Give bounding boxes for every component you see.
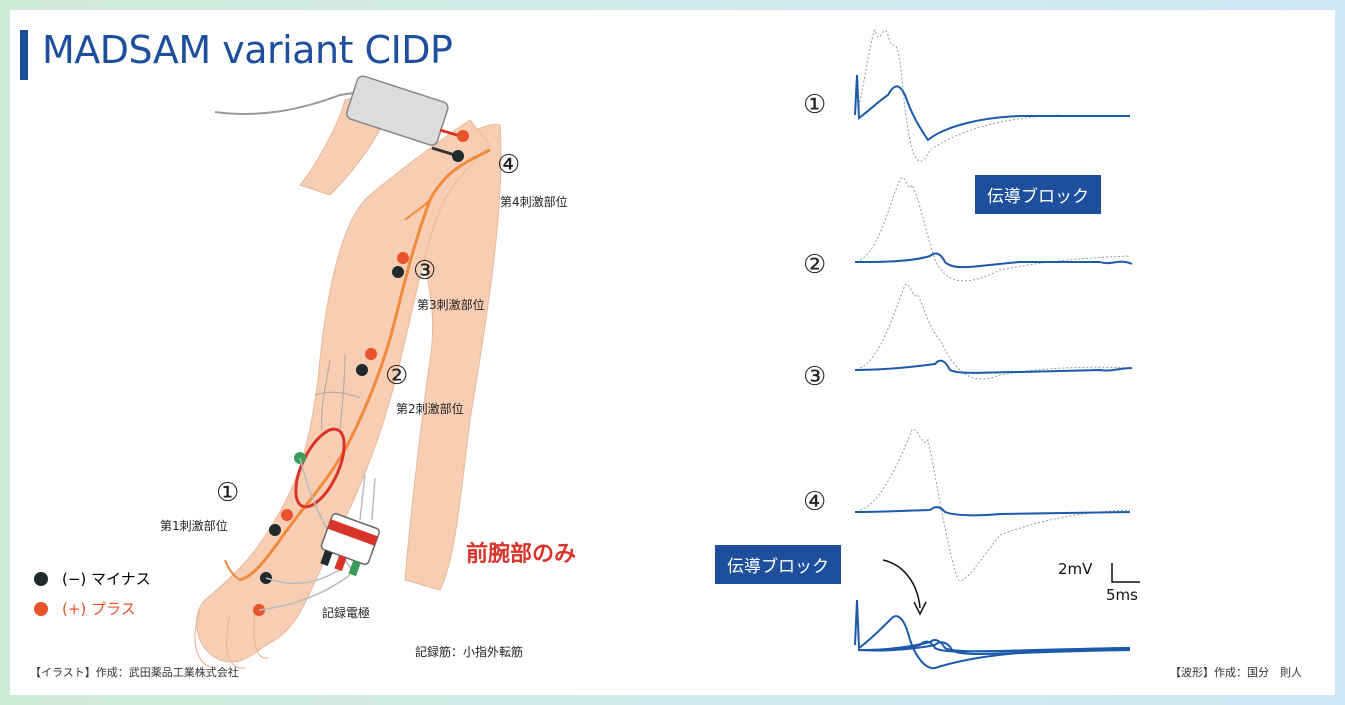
wave1-number: ① <box>803 90 827 120</box>
minus-dot-icon <box>34 571 48 586</box>
stimulator-prong-plus <box>439 128 461 138</box>
normal-trace-2 <box>859 177 1131 282</box>
overlay-trace-1 <box>854 599 1131 670</box>
normal-trace-4 <box>859 428 1131 582</box>
normal-trace-3 <box>859 283 1131 380</box>
recording-muscle-label: 記録筋：小指外転筋 <box>415 645 524 659</box>
ulnar-nerve <box>239 148 491 582</box>
forearm-only-label: 前腕部のみ <box>466 542 577 567</box>
illustration-credit: 【イラスト】作成：武田薬品工業株式会社 <box>30 666 239 679</box>
recording-electrode-label: 記録電極 <box>322 606 371 620</box>
site2-label: 第2刺激部位 <box>396 402 464 416</box>
stimulator-cable <box>214 91 361 115</box>
patient-trace-2 <box>854 252 1133 269</box>
site1-minus-electrode <box>269 524 281 536</box>
connector-cables <box>359 474 376 521</box>
bone-sketch <box>314 354 361 431</box>
scale-time-label: 5ms <box>1106 586 1138 604</box>
legend-plus-label: (+) プラス <box>62 600 136 618</box>
site1-number: ① <box>216 478 240 508</box>
site2-plus-electrode <box>365 348 377 360</box>
legend-plus: (+) プラス <box>34 598 136 619</box>
site2-number: ② <box>385 361 409 391</box>
wave3-number: ③ <box>803 362 827 392</box>
conduction-block-badge-top: 伝導ブロック <box>975 175 1101 214</box>
nerve-branches <box>224 199 431 581</box>
slide-title: MADSAM variant CIDP <box>42 28 453 72</box>
site1-label: 第1刺激部位 <box>160 519 228 533</box>
conduction-block-badge-bottom: 伝導ブロック <box>715 545 841 584</box>
overlay-trace-4 <box>857 641 1131 656</box>
recording-connector <box>320 513 380 577</box>
wave4-number: ④ <box>803 487 827 517</box>
conduction-block-arrow <box>882 559 921 609</box>
patient-trace-3 <box>854 359 1133 374</box>
site3-number: ③ <box>413 256 437 286</box>
scale-bar <box>1111 563 1140 583</box>
normal-trace-1 <box>857 28 1061 162</box>
title-accent-bar <box>20 30 28 80</box>
stimulator-prong-minus <box>431 146 456 157</box>
site1-plus-electrode <box>281 509 293 521</box>
overlay-trace-3 <box>857 639 1131 653</box>
patient-trace-4 <box>854 506 1131 517</box>
site3-plus-electrode <box>397 252 409 264</box>
patient-trace-1 <box>854 74 1130 142</box>
plus-dot-icon <box>34 601 48 616</box>
site4-minus-electrode <box>452 150 464 162</box>
hand-fingers <box>194 609 269 669</box>
site4-number: ④ <box>497 150 521 180</box>
stimulator-device <box>346 75 449 146</box>
site4-label: 第4刺激部位 <box>500 195 568 209</box>
site3-label: 第3刺激部位 <box>417 298 485 312</box>
site3-minus-electrode <box>392 266 404 278</box>
site2-minus-electrode <box>356 364 368 376</box>
wave2-number: ② <box>803 250 827 280</box>
site4-plus-electrode <box>457 130 469 142</box>
legend-minus-label: (−) マイナス <box>62 570 151 588</box>
legend-minus: (−) マイナス <box>34 568 151 589</box>
arrow-head-icon <box>913 601 927 616</box>
waveform-credit: 【波形】作成：国分 則人 <box>1170 666 1302 679</box>
scale-voltage-label: 2mV <box>1058 560 1093 578</box>
